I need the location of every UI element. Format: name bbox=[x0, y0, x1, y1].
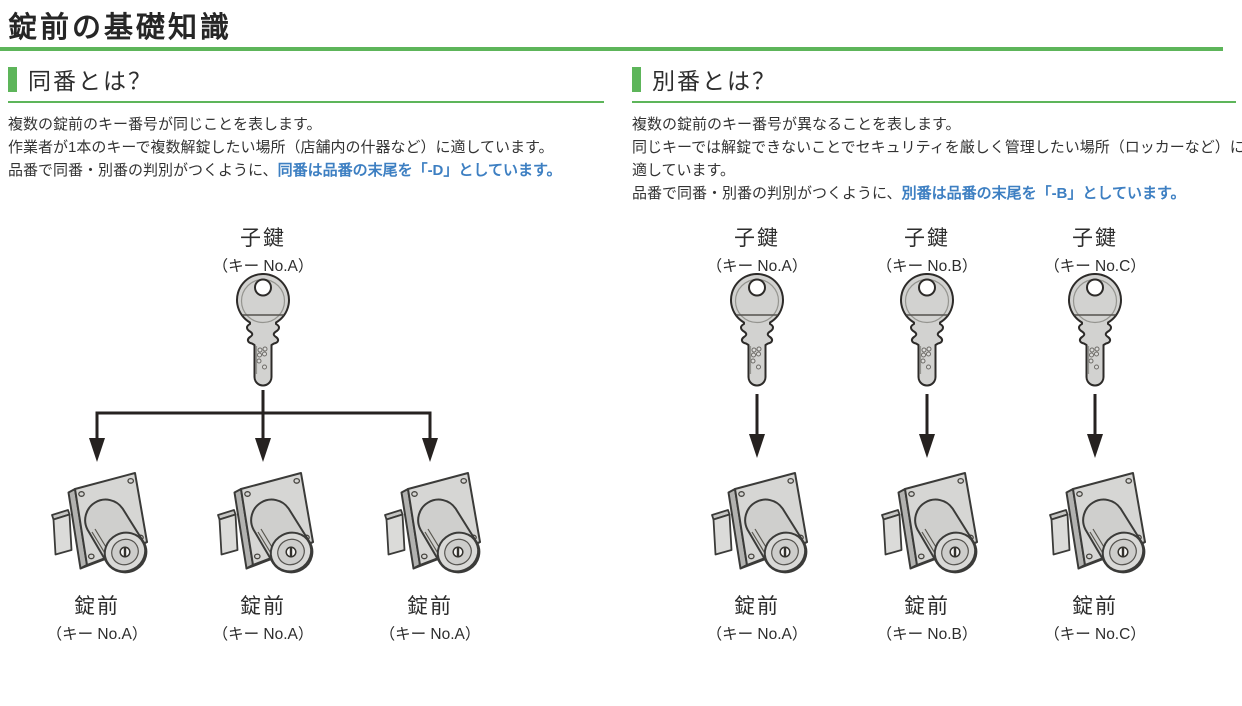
lock-label: 錠前 bbox=[73, 595, 120, 618]
different-number-diagram: 子鍵 （キー No.A） 錠前 （キー No.A） 子鍵 （キー No.B） 錠… bbox=[632, 220, 1236, 650]
body-line: 品番で同番・別番の判別がつくように、別番は品番の末尾を「-B」としています。 bbox=[632, 182, 1236, 205]
body-line: 適しています。 bbox=[632, 162, 736, 179]
key-icon bbox=[729, 273, 785, 390]
highlight-text: 別番は品番の末尾を「-B」としています。 bbox=[901, 185, 1186, 202]
down-arrow bbox=[919, 394, 935, 458]
lock-number: （キー No.B） bbox=[876, 626, 978, 643]
section-heading: 別番とは？ bbox=[652, 68, 777, 94]
key-label: 子鍵 bbox=[1072, 227, 1118, 250]
lock-label: 錠前 bbox=[406, 595, 453, 618]
section-rule bbox=[632, 101, 1236, 103]
section-different-number: 別番とは？ 複数の錠前のキー番号が異なることを表します。 同じキーでは解錠できな… bbox=[632, 64, 1242, 205]
lock-label-block: 錠前 （キー No.B） bbox=[877, 590, 978, 644]
lock-icon bbox=[211, 462, 315, 588]
title-rule bbox=[0, 47, 1223, 51]
lock-label: 錠前 bbox=[1072, 595, 1118, 618]
key-icon bbox=[1067, 273, 1123, 390]
lock-icon bbox=[45, 462, 149, 588]
body-line: 複数の錠前のキー番号が同じことを表します。 bbox=[8, 116, 322, 133]
section-same-number: 同番とは？ 複数の錠前のキー番号が同じことを表します。 作業者が1本のキーで複数… bbox=[8, 64, 604, 182]
body-line: 作業者が1本のキーで複数解錠したい場所（店舗内の什器など）に適しています。 bbox=[8, 139, 554, 156]
key-label: 子鍵 bbox=[903, 227, 950, 250]
page-title: 錠前の基礎知識 bbox=[8, 12, 233, 44]
lock-icon bbox=[1043, 462, 1147, 588]
lock-number: （キー No.A） bbox=[706, 626, 808, 643]
body-line: 複数の錠前のキー番号が異なることを表します。 bbox=[632, 116, 961, 133]
lock-label: 錠前 bbox=[239, 595, 286, 618]
key-number: （キー No.A） bbox=[706, 258, 808, 275]
lock-number: （キー No.A） bbox=[212, 626, 314, 643]
lock-label: 錠前 bbox=[903, 595, 950, 618]
key-number: （キー No.A） bbox=[212, 258, 314, 275]
lock-label-block: 錠前 （キー No.A） bbox=[380, 590, 481, 644]
key-label-block: 子鍵 （キー No.B） bbox=[877, 222, 978, 276]
lock-label-block: 錠前 （キー No.A） bbox=[707, 590, 808, 644]
highlight-text: 同番は品番の末尾を「-D」としています。 bbox=[277, 162, 562, 179]
branch-arrow bbox=[89, 390, 438, 462]
body-text: 品番で同番・別番の判別がつくように、 bbox=[8, 162, 278, 179]
lock-label: 錠前 bbox=[733, 595, 780, 618]
lock-icon bbox=[378, 462, 482, 588]
section-body: 複数の錠前のキー番号が同じことを表します。 作業者が1本のキーで複数解錠したい場… bbox=[8, 113, 604, 182]
lock-number: （キー No.A） bbox=[46, 626, 148, 643]
down-arrow bbox=[1087, 394, 1103, 458]
key-number: （キー No.C） bbox=[1044, 258, 1146, 275]
body-line: 品番で同番・別番の判別がつくように、同番は品番の末尾を「-D」としています。 bbox=[8, 159, 604, 182]
section-rule bbox=[8, 101, 604, 103]
down-arrow bbox=[749, 394, 765, 458]
key-icon bbox=[235, 273, 291, 390]
key-label-block: 子鍵 （キー No.A） bbox=[213, 222, 314, 276]
section-accent-bar bbox=[632, 66, 641, 92]
section-accent-bar bbox=[8, 66, 17, 92]
body-line: 同じキーでは解錠できないことでセキュリティを厳しく管理したい場所（ロッカーなど）… bbox=[632, 139, 1242, 156]
lock-number: （キー No.C） bbox=[1044, 626, 1146, 643]
key-label: 子鍵 bbox=[733, 227, 780, 250]
section-heading: 同番とは？ bbox=[28, 68, 153, 94]
lock-label-block: 錠前 （キー No.C） bbox=[1044, 590, 1146, 644]
key-number: （キー No.B） bbox=[876, 258, 978, 275]
section-body: 複数の錠前のキー番号が異なることを表します。 同じキーでは解錠できないことでセキ… bbox=[632, 113, 1242, 205]
lock-label-block: 錠前 （キー No.A） bbox=[47, 590, 148, 644]
key-label-block: 子鍵 （キー No.C） bbox=[1044, 222, 1146, 276]
lock-number: （キー No.A） bbox=[379, 626, 481, 643]
lock-icon bbox=[705, 462, 809, 588]
key-icon bbox=[899, 273, 955, 390]
key-label-block: 子鍵 （キー No.A） bbox=[707, 222, 808, 276]
body-text: 品番で同番・別番の判別がつくように、 bbox=[632, 185, 902, 202]
key-label: 子鍵 bbox=[239, 227, 286, 250]
same-number-diagram: 子鍵 （キー No.A） 錠前 （キー No.A） 錠前 （キー No.A） 錠… bbox=[8, 220, 604, 650]
lock-icon bbox=[875, 462, 979, 588]
lock-label-block: 錠前 （キー No.A） bbox=[213, 590, 314, 644]
